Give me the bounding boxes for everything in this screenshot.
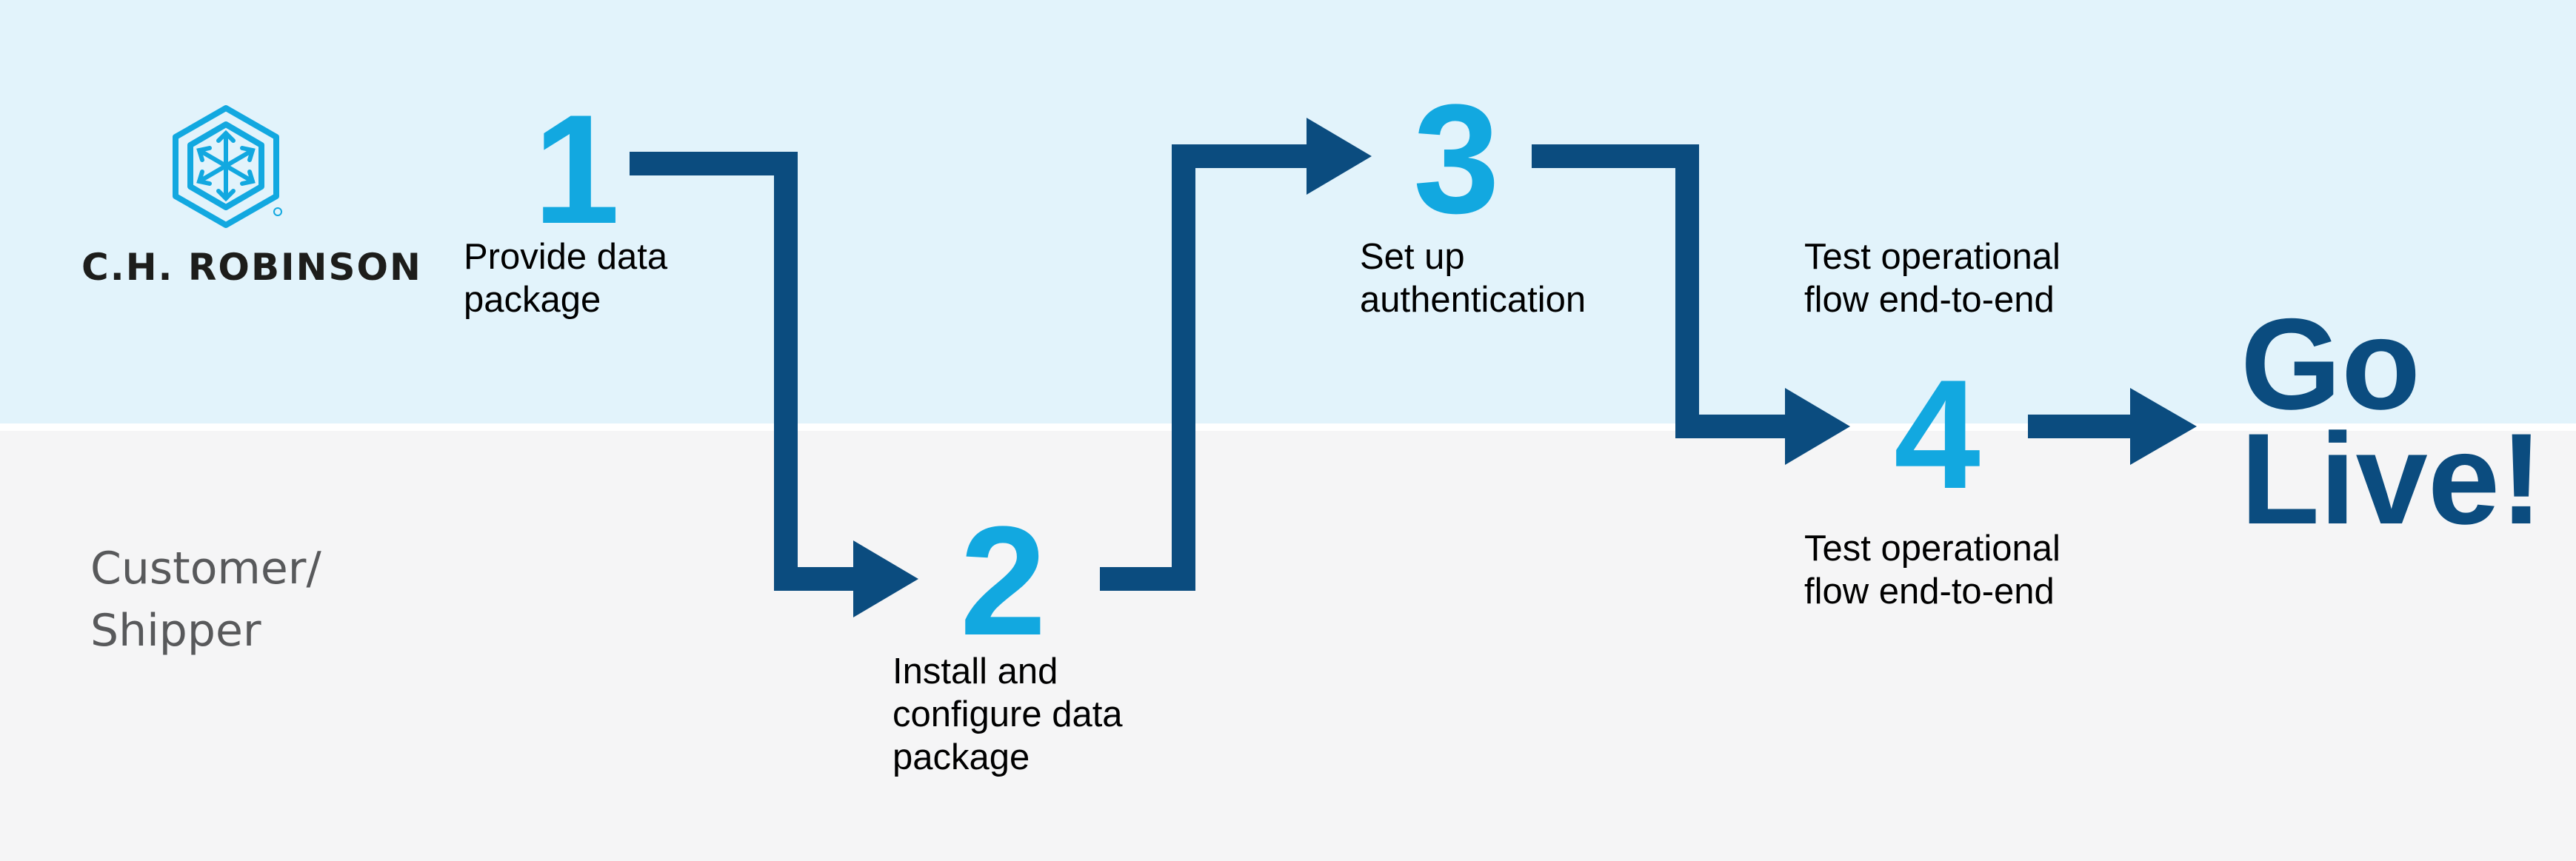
step-2-line: configure data (892, 694, 1123, 734)
customer-shipper-lane-label: Customer/ Shipper (90, 537, 321, 662)
step-4-line: Test operational (1804, 237, 2061, 277)
step-1-line: package (464, 280, 601, 320)
go-live-line: Live! (2240, 407, 2543, 552)
step-1-number: 1 (533, 82, 620, 256)
step-3-line: Set up (1360, 237, 1465, 277)
step-1-description: Provide data package (464, 235, 667, 321)
lane-divider (0, 423, 2576, 431)
arrowhead-to-2 (853, 540, 918, 617)
connector-3-to-4 (1532, 144, 1792, 438)
step-4-line: flow end-to-end (1804, 280, 2055, 320)
step-4-line: Test operational (1804, 529, 2061, 569)
ch-robinson-lane (0, 0, 2576, 423)
step-2-description: Install and configure data package (892, 650, 1123, 779)
go-live-label: Go Live! (2240, 292, 2543, 552)
step-3-number: 3 (1413, 72, 1500, 246)
step-2-number: 2 (960, 494, 1047, 668)
arrowhead-to-3 (1307, 118, 1372, 195)
ch-robinson-hexagon-icon (173, 105, 282, 228)
step-2-line: Install and (892, 651, 1058, 691)
connector-2-to-3 (1100, 144, 1311, 591)
arrowhead-to-4 (1785, 388, 1850, 465)
arrowhead-to-golive (2130, 388, 2197, 465)
step-4-description-top: Test operational flow end-to-end (1804, 235, 2061, 321)
go-live-line: Go (2240, 292, 2421, 437)
connector-1-to-2 (630, 152, 870, 591)
step-2-line: package (892, 737, 1030, 777)
step-4-number: 4 (1894, 347, 1981, 521)
step-1-line: Provide data (464, 237, 668, 277)
lane-label-line: Customer/ (90, 543, 321, 594)
step-4-description-bottom: Test operational flow end-to-end (1804, 527, 2061, 613)
customer-shipper-lane (0, 431, 2576, 861)
step-3-description: Set up authentication (1360, 235, 1586, 321)
step-4-line: flow end-to-end (1804, 572, 2055, 612)
company-name: C.H. ROBINSON (81, 246, 422, 289)
step-3-line: authentication (1360, 280, 1586, 320)
lane-label-line: Shipper (90, 605, 261, 657)
